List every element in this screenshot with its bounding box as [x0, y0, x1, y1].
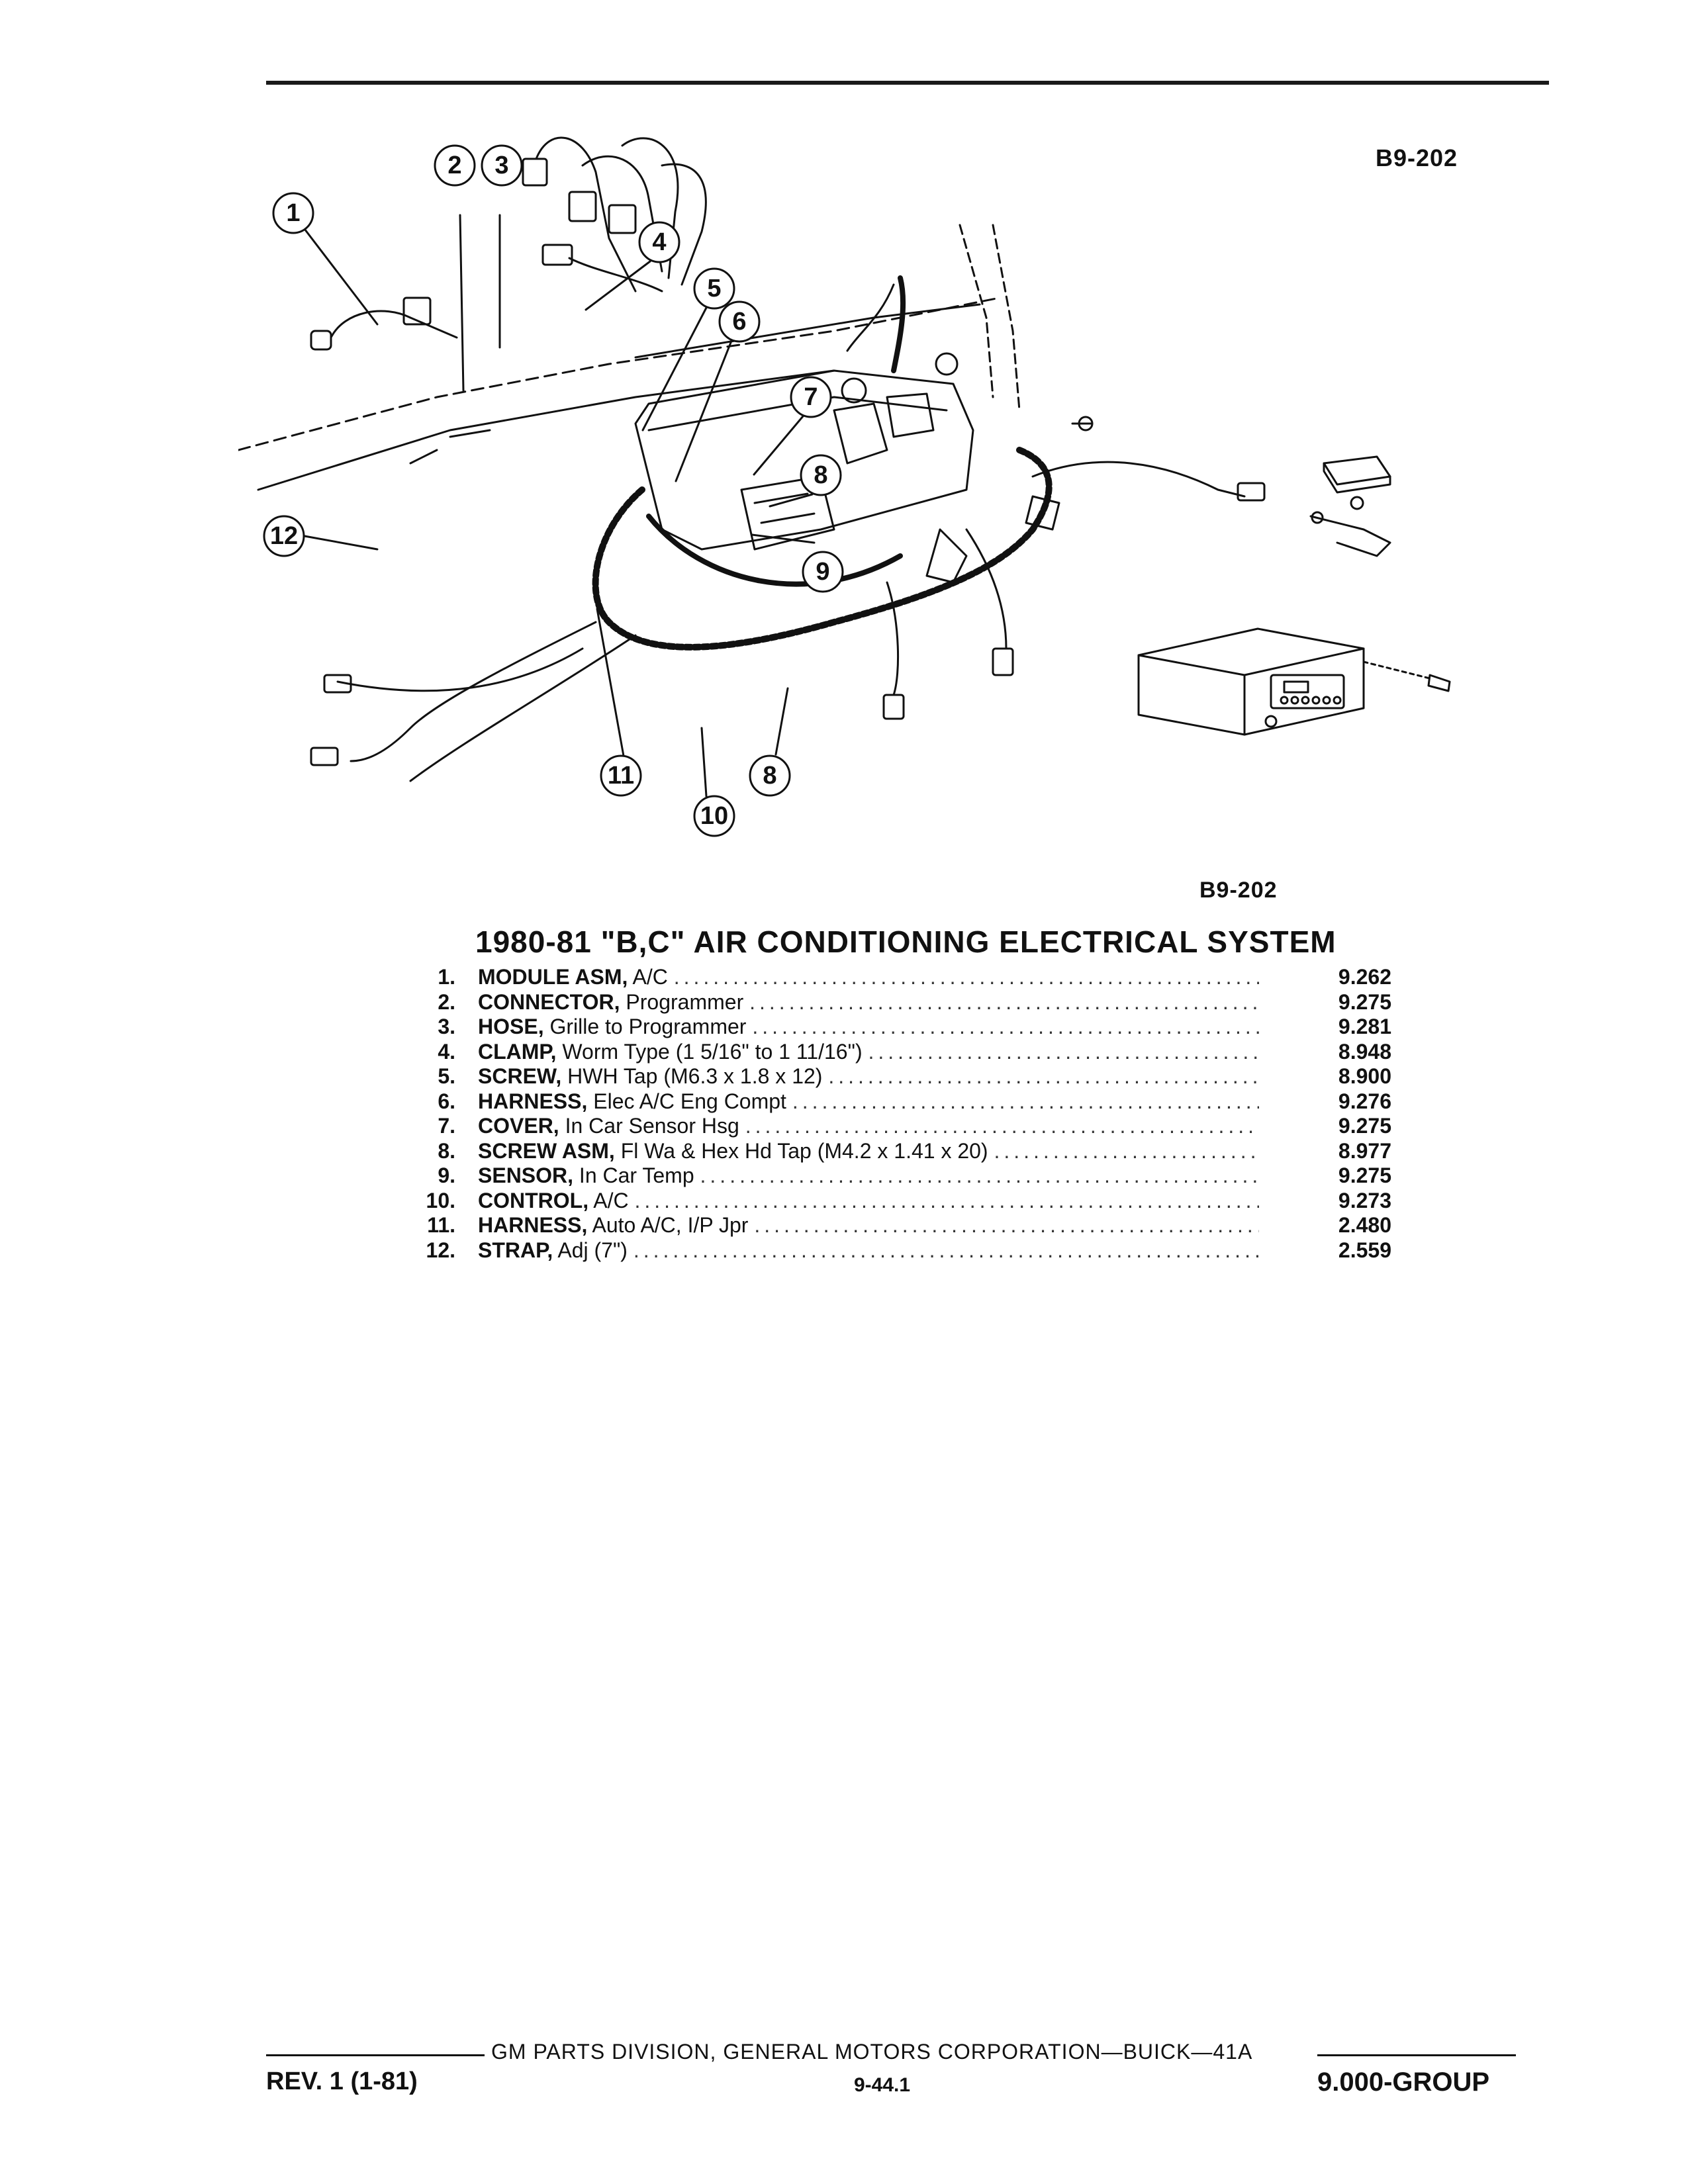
part-name: STRAP,: [478, 1238, 553, 1262]
footer-rule-left: [266, 2054, 485, 2056]
part-description: Fl Wa & Hex Hd Tap (M4.2 x 1.41 x 20): [620, 1138, 988, 1163]
top-rule: [266, 81, 1549, 85]
callout-1: 1: [286, 199, 300, 227]
leader-dots: ........................................…: [752, 1015, 1259, 1038]
part-ref: 8.900: [1338, 1064, 1391, 1088]
part-name: COVER,: [478, 1114, 559, 1138]
part-name: SCREW,: [478, 1064, 562, 1088]
part-name: HOSE,: [478, 1015, 544, 1038]
part-row: 12.STRAP, Adj (7") .....................…: [404, 1238, 1397, 1263]
part-row: 3.HOSE, Grille to Programmer ...........…: [404, 1015, 1397, 1040]
part-ref: 9.273: [1338, 1188, 1391, 1212]
part-description: Programmer: [626, 989, 744, 1014]
exploded-diagram: 1 2 3 4 5 6 7 8 9 10 11 12 8: [238, 119, 1509, 867]
part-name: CONTROL,: [478, 1188, 589, 1212]
part-row: 11.HARNESS, Auto A/C, I/P Jpr ..........…: [404, 1213, 1397, 1238]
part-name: HARNESS,: [478, 1213, 588, 1237]
callout-12: 12: [270, 522, 298, 550]
leader-dots: ........................................…: [633, 1238, 1259, 1262]
leader-dots: ........................................…: [868, 1039, 1259, 1064]
figure-id-bottom: B9-202: [1199, 878, 1278, 903]
callout-3: 3: [494, 152, 508, 179]
part-name: CONNECTOR,: [478, 989, 620, 1014]
part-ref: 9.276: [1338, 1089, 1391, 1113]
leader-dots: ........................................…: [754, 1213, 1259, 1237]
callout-9: 9: [816, 558, 829, 586]
part-row: 1.MODULE ASM, A/C ......................…: [404, 965, 1397, 990]
part-ref: 8.977: [1338, 1138, 1391, 1163]
part-description: Worm Type (1 5/16" to 1 11/16"): [562, 1039, 863, 1064]
part-ref: 8.948: [1338, 1039, 1391, 1064]
parts-list: 1.MODULE ASM, A/C ......................…: [404, 965, 1397, 1263]
part-name: SENSOR,: [478, 1163, 574, 1187]
callout-8: 8: [814, 461, 827, 489]
part-ref: 9.281: [1338, 1015, 1391, 1038]
footer-corporation: GM PARTS DIVISION, GENERAL MOTORS CORPOR…: [491, 2040, 1253, 2064]
leader-dots: ........................................…: [792, 1089, 1259, 1113]
part-description: Auto A/C, I/P Jpr: [592, 1213, 749, 1237]
part-row: 6.HARNESS, Elec A/C Eng Compt ..........…: [404, 1089, 1397, 1115]
part-name: HARNESS,: [478, 1089, 588, 1113]
part-row: 4.CLAMP, Worm Type (1 5/16" to 1 11/16")…: [404, 1040, 1397, 1065]
part-name: SCREW ASM,: [478, 1138, 615, 1163]
footer-group: 9.000-GROUP: [1317, 2068, 1490, 2097]
callout-5: 5: [707, 275, 721, 302]
footer-rule-right: [1317, 2054, 1516, 2056]
page-title: 1980-81 "B,C" AIR CONDITIONING ELECTRICA…: [475, 925, 1336, 959]
footer-revision: REV. 1 (1-81): [266, 2068, 418, 2095]
callout-8-lower: 8: [763, 762, 776, 790]
leader-dots: ........................................…: [700, 1163, 1259, 1187]
part-ref: 2.480: [1338, 1213, 1391, 1237]
part-ref: 2.559: [1338, 1238, 1391, 1262]
part-row: 7.COVER, In Car Sensor Hsg .............…: [404, 1114, 1397, 1139]
part-name: MODULE ASM,: [478, 965, 628, 989]
diagram-svg: 1 2 3 4 5 6 7 8 9 10 11 12 8: [238, 136, 1451, 837]
part-description: A/C: [593, 1188, 629, 1212]
part-description: Elec A/C Eng Compt: [593, 1089, 786, 1113]
part-description: HWH Tap (M6.3 x 1.8 x 12): [567, 1064, 823, 1088]
callout-7: 7: [804, 383, 818, 411]
part-ref: 9.262: [1338, 965, 1391, 989]
part-ref: 9.275: [1338, 1114, 1391, 1138]
part-row: 8.SCREW ASM, Fl Wa & Hex Hd Tap (M4.2 x …: [404, 1139, 1397, 1164]
callout-4: 4: [652, 228, 666, 256]
figure-id-top: B9-202: [1376, 144, 1458, 171]
part-ref: 9.275: [1338, 1163, 1391, 1187]
part-ref: 9.275: [1338, 989, 1391, 1014]
leader-dots: ........................................…: [828, 1064, 1259, 1088]
part-row: 2.CONNECTOR, Programmer ................…: [404, 990, 1397, 1015]
callout-2: 2: [447, 152, 461, 179]
part-description: Adj (7"): [557, 1238, 628, 1262]
part-description: Grille to Programmer: [549, 1015, 747, 1038]
part-name: CLAMP,: [478, 1039, 557, 1064]
part-description: In Car Temp: [579, 1163, 694, 1187]
leader-dots: ........................................…: [994, 1138, 1259, 1163]
part-row: 9.SENSOR, In Car Temp ..................…: [404, 1163, 1397, 1189]
part-description: A/C: [632, 965, 668, 989]
part-row: 5.SCREW, HWH Tap (M6.3 x 1.8 x 12) .....…: [404, 1064, 1397, 1089]
leader-dots: ........................................…: [634, 1188, 1259, 1212]
leader-dots: ........................................…: [673, 965, 1259, 989]
callout-6: 6: [732, 308, 746, 336]
part-description: In Car Sensor Hsg: [565, 1114, 739, 1138]
callout-10: 10: [700, 802, 728, 830]
footer-page-number: 9-44.1: [854, 2074, 911, 2096]
part-row: 10.CONTROL, A/C ........................…: [404, 1189, 1397, 1214]
leader-dots: ........................................…: [749, 989, 1259, 1014]
leader-dots: ........................................…: [745, 1114, 1259, 1138]
callout-11: 11: [608, 762, 634, 790]
